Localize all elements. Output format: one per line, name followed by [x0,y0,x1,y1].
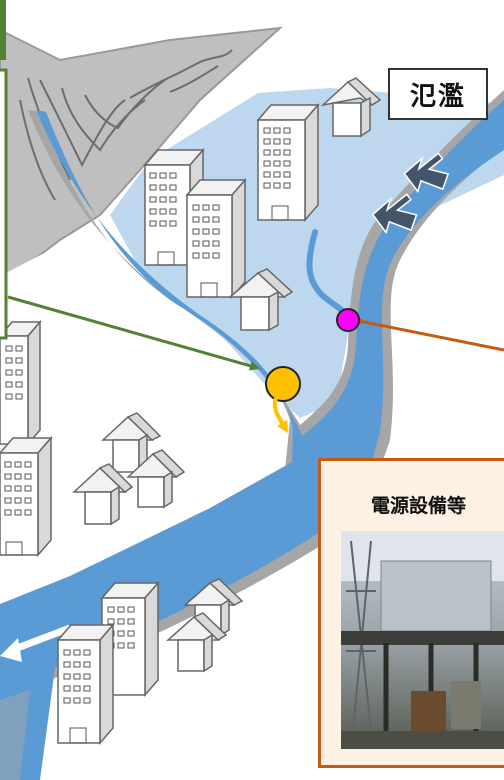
facility-panel: 電源設備等 [318,458,504,768]
orange-callout-line [353,314,504,352]
house [227,268,294,332]
apartment-building [100,580,160,698]
house [320,77,382,138]
apartment-building [0,435,53,558]
house [101,412,162,474]
observation-point [265,366,301,434]
apartment-building [56,622,115,746]
overflow-arrows [371,152,450,235]
facility-photo [341,531,504,749]
house [72,463,134,526]
house [166,612,228,673]
flood-area [110,88,504,418]
overflow-point [336,308,360,332]
downstream-flow-arrow [0,624,72,662]
apartment-building [0,319,42,447]
facility-title: 電源設備等 [371,495,467,517]
flood-label: 氾濫 [388,68,488,120]
green-callout [0,0,260,371]
apartment-building [185,177,247,300]
apartment-building [256,102,320,223]
river [0,90,504,780]
house [126,449,186,509]
creek [306,229,349,319]
